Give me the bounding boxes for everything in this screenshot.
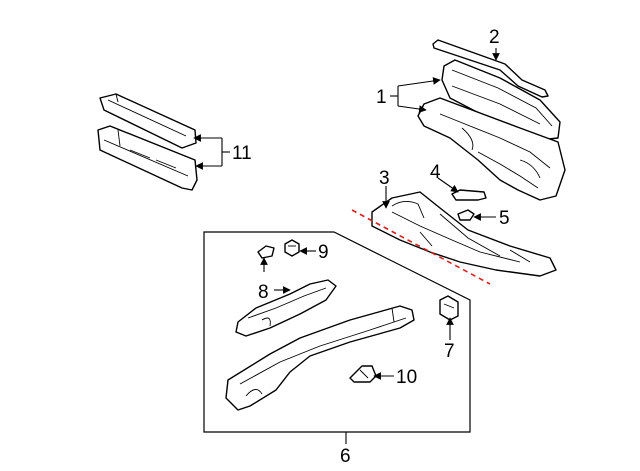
callout-6: 6 [340, 446, 351, 467]
part-4-bracket [451, 189, 487, 201]
part-7-brace [439, 295, 459, 321]
leader-lines [193, 48, 500, 444]
callout-7: 7 [444, 341, 455, 362]
part-6-group-box [203, 231, 471, 433]
callout-9: 9 [318, 242, 329, 263]
part-1-dash-panels [417, 59, 566, 201]
callout-2: 2 [489, 27, 500, 48]
callout-1: 1 [376, 87, 387, 108]
callout-10: 10 [396, 367, 417, 388]
part-5-clip [457, 209, 475, 221]
part-8-frame-rail [235, 279, 337, 337]
part-3-floor-pan [371, 191, 557, 277]
part-2-cowl-trim [432, 39, 549, 98]
callout-11: 11 [232, 143, 252, 164]
part-6-frame-rail [225, 305, 415, 411]
callout-5: 5 [499, 208, 510, 229]
part-10-bracket [349, 365, 377, 383]
callout-3: 3 [379, 168, 390, 189]
part-11-sill-panels [97, 93, 198, 191]
callout-4: 4 [430, 162, 441, 183]
part-9-mount [284, 239, 300, 257]
callout-8: 8 [258, 282, 269, 303]
cut-line [351, 209, 491, 285]
part-8-clip [257, 245, 275, 259]
